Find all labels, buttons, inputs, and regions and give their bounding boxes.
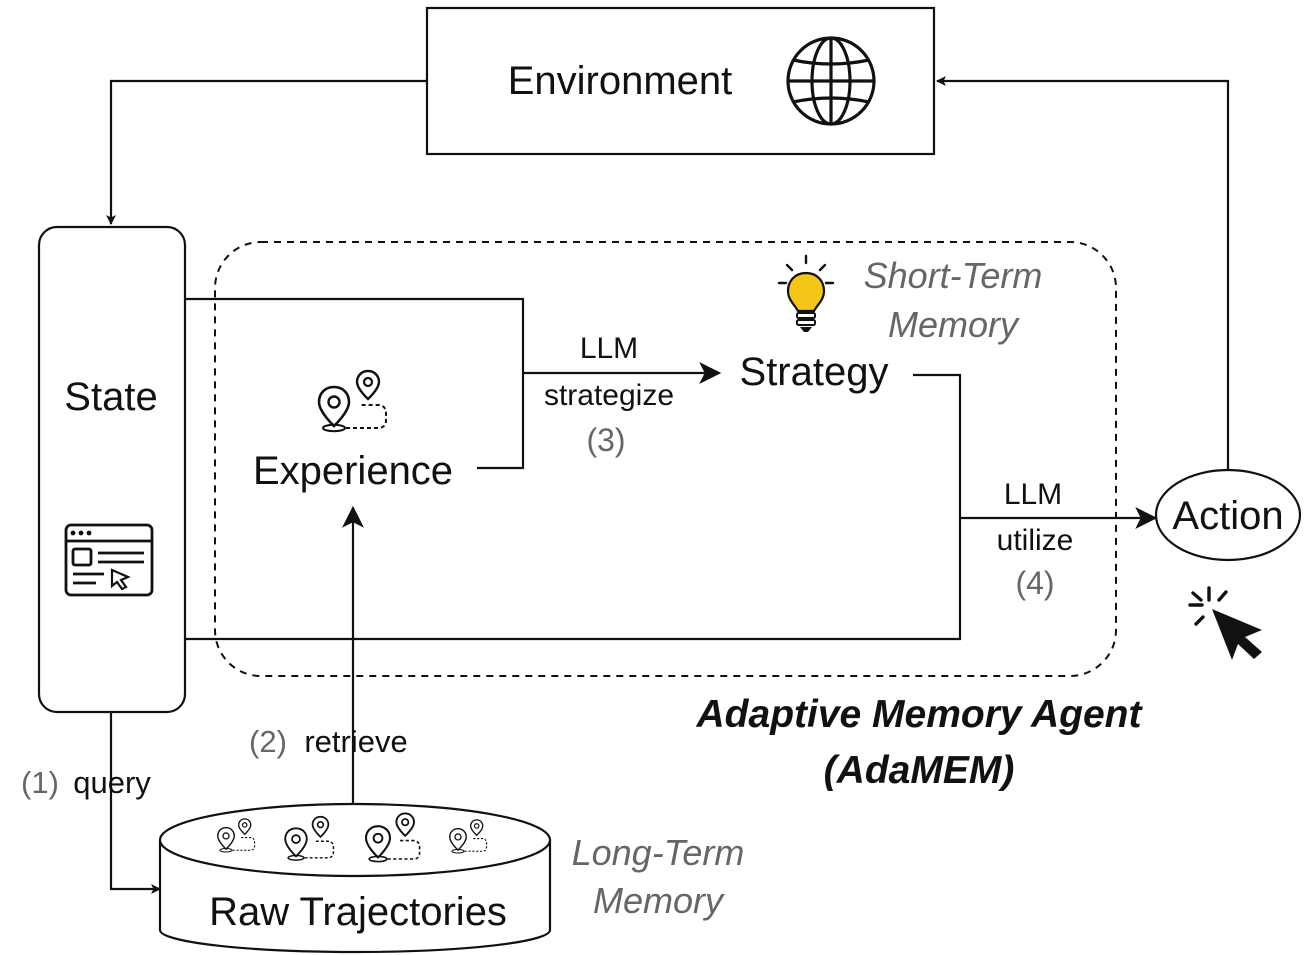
strategize-llm-label: LLM (580, 332, 638, 365)
raw-trajectories-database: Raw Trajectories (158, 802, 552, 954)
strategy-node: Strategy (740, 254, 889, 394)
strategy-line (913, 373, 962, 518)
experience-label: Experience (253, 449, 453, 493)
utilize-llm-label: LLM (1004, 478, 1062, 511)
globe-icon (786, 36, 876, 126)
strategize-step-number: (3) (586, 422, 625, 458)
experience-line (477, 373, 525, 470)
state-box: State (37, 225, 187, 714)
retrieve-label: retrieve (304, 724, 407, 759)
strategize-label: strategize (544, 379, 674, 412)
query-step-number: (1) (21, 765, 59, 800)
state-bottom-line (185, 518, 962, 641)
utilize-label: utilize (997, 524, 1074, 557)
long-term-memory-line2: Memory (593, 880, 725, 921)
query-arrow (109, 712, 161, 894)
agent-title-line1: Adaptive Memory Agent (696, 693, 1144, 736)
browser-window-icon (64, 523, 154, 597)
action-to-env-arrow (936, 76, 1230, 470)
action-label: Action (1172, 494, 1283, 538)
cursor-click-icon (1188, 586, 1262, 660)
retrieve-step-number: (2) (249, 724, 287, 759)
query-label: query (73, 765, 151, 800)
action-node: Action (1154, 468, 1302, 562)
environment-label: Environment (508, 59, 733, 103)
env-to-state-arrow (106, 79, 427, 225)
raw-trajectories-label: Raw Trajectories (209, 890, 507, 934)
agent-title-line2: (AdaMEM) (824, 749, 1015, 792)
strategy-label: Strategy (740, 350, 889, 394)
location-pins-icon (317, 369, 388, 433)
long-term-memory-line1: Long-Term (572, 832, 745, 873)
short-term-memory-line2: Memory (888, 304, 1020, 345)
short-term-memory-region (214, 241, 1117, 677)
lightbulb-icon (777, 254, 835, 332)
environment-box: Environment (425, 6, 936, 156)
experience-node: Experience (253, 369, 453, 493)
short-term-memory-line1: Short-Term (864, 255, 1043, 296)
state-label: State (64, 375, 157, 419)
state-top-line (185, 297, 525, 373)
utilize-step-number: (4) (1015, 565, 1054, 601)
